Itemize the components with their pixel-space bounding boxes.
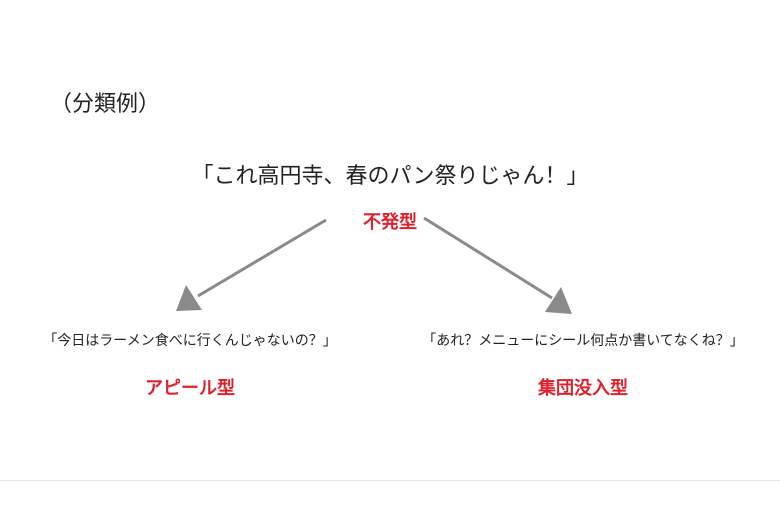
right-arrow — [423, 216, 572, 314]
right-arrow-head — [545, 287, 572, 314]
right-branch-type-label: 集団没入型 — [538, 378, 628, 399]
bottom-divider — [0, 480, 780, 481]
slide: （分類例） 「これ高円寺、春のパン祭りじゃん！」 不発型 「今日はラーメン食べに… — [43, 92, 744, 399]
right-arrow-shaft — [423, 216, 553, 300]
left-branch-type-label: アピール型 — [145, 378, 235, 399]
left-arrow-head — [176, 285, 202, 311]
section-label: （分類例） — [50, 92, 161, 117]
left-arrow — [176, 218, 327, 311]
left-branch-quote: 「今日はラーメン食べに行くんじゃないの？」 — [43, 333, 337, 349]
right-branch-quote: 「あれ？メニューにシール何点か書いてなくね？」 — [422, 333, 744, 349]
root-quote: 「これ高円寺、春のパン祭りじゃん！」 — [191, 164, 589, 189]
left-arrow-shaft — [197, 218, 327, 298]
branch-arrows — [176, 216, 572, 314]
root-type-label: 不発型 — [363, 212, 417, 233]
